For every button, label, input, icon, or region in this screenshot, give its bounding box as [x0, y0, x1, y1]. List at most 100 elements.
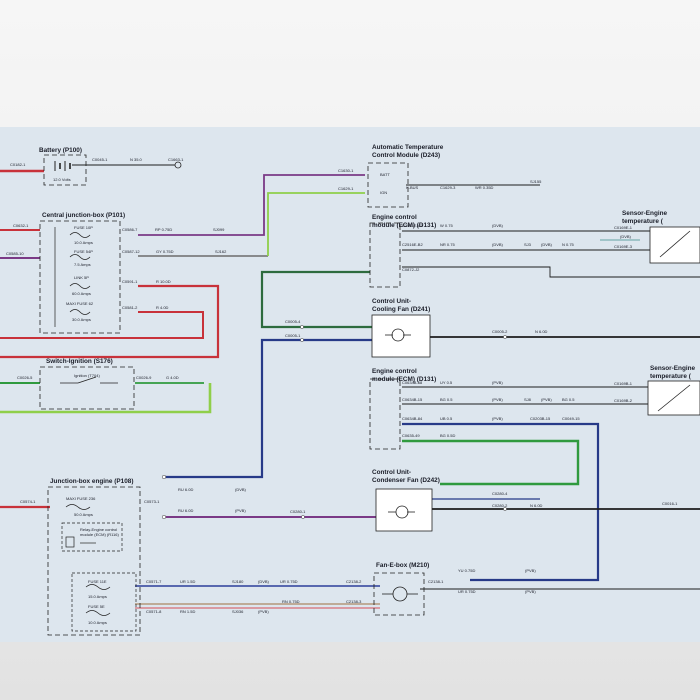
sensor2-pin2: C0169B-2 [614, 398, 633, 403]
ecm1-row2-tag: (DVB) [492, 242, 504, 247]
ecm1-row3-pin: C0872-J2 [402, 267, 420, 272]
battery-rating: 12.0 Volts [53, 177, 71, 182]
ecm2-row2-splice: SJ8 [524, 397, 532, 402]
cooling-fan-pin-b: C0005-1 [285, 333, 301, 338]
battery-group: Battery (P100) 12.0 Volts C0182-1 C0045-… [10, 147, 184, 186]
engine-jb-relay-line1: Relay-Engine control [80, 527, 117, 532]
connector-pin [161, 514, 167, 520]
fuse-rating: 60.0 Amps [72, 291, 91, 296]
cjb-fuse-1: FUSE 10P 10.0 Amps [69, 225, 93, 245]
cjb-out4-wire: R 4.0D [156, 305, 169, 310]
ignition-pin-out: C0026-9 [136, 375, 152, 380]
engine-jb-pin-f1: C0571-7 [146, 579, 162, 584]
connector-pin [300, 338, 304, 342]
cjb-group: Central junction-box (P101) C0632-1 C058… [6, 212, 227, 334]
fuse-rating: 7.5 Amps [74, 262, 91, 267]
condenser-fan-wire-out: N 6.0D [530, 503, 543, 508]
engine-jb-wire-f1b: UR 0.75D [280, 579, 298, 584]
fuse-name: FUSE 54P [74, 249, 93, 254]
cjb-out1-splice: SJ099 [213, 227, 225, 232]
fan-ebox-title: Fan-E-box (M210) [376, 562, 429, 569]
ignition-switch-group: Switch-Ignition (S176) Ignition (T704) C… [17, 358, 179, 410]
sensor1-pin1: C0169E-1 [614, 225, 633, 230]
engine-jb-frame [47, 486, 141, 636]
ecm1-group: Engine control module (ECM) (D131) C2516… [369, 214, 575, 288]
engine-jb-fuse-b: FUSE 5E [88, 604, 105, 609]
engine-jb-fuse-b-rating: 10.0 Amps [88, 620, 107, 625]
engine-jb-pin-out: C0573-1 [144, 499, 160, 504]
ecm2-row4-pin: C0635-49 [402, 433, 420, 438]
fuse-name: FUSE 10P [74, 225, 93, 230]
atc-splice: SJ155 [530, 179, 542, 184]
ecm2-row2-wire2: BG 0.5 [562, 397, 575, 402]
engine-jb-pin-f2: C0571-8 [146, 609, 162, 614]
sensor2-title-line2: temperature ( [650, 373, 692, 380]
ecm1-row1-tag: (DVB) [492, 223, 504, 228]
fan-ebox-tag-a: (PVB) [525, 568, 536, 573]
ecm2-row2-pin: C0634B-15 [402, 397, 423, 402]
fuse-rating: 30.0 Amps [72, 317, 91, 322]
ecm2-row1-wire: UY 0.5 [440, 380, 453, 385]
ground-icon [174, 161, 182, 169]
ecm1-row2-pin: C2516E-B2 [402, 242, 423, 247]
cjb-out1-wire: RP 0.75D [155, 227, 172, 232]
ecm1-title-line1: Engine control [372, 214, 417, 221]
atc-ign-label: IGN [380, 190, 387, 195]
connector-pin [503, 507, 507, 511]
ecm2-row2-wire: BG 0.5 [440, 397, 453, 402]
ecm2-group: Engine control module (ECM) (D131) C0634… [369, 368, 580, 450]
fuse-icon [69, 309, 91, 315]
fan-ebox-frame [373, 572, 425, 616]
condenser-fan-title-line2: Condenser Fan (D242) [372, 477, 440, 484]
ecm2-row1-pin: C0634B-68 [402, 380, 423, 385]
battery-title: Battery (P100) [39, 147, 82, 154]
cjb-fuse-2: FUSE 54P 7.5 Amps [69, 249, 93, 267]
ecm1-row2-wire: NR 0.75 [440, 242, 455, 247]
atc-wire-kbus: WR 0.35D [475, 185, 494, 190]
cjb-title: Central junction-box (P101) [42, 212, 125, 219]
cooling-fan-title-line2: Cooling Fan (D241) [372, 306, 430, 313]
ignition-title: Switch-Ignition (S176) [46, 358, 113, 365]
engine-jb-fuse-a: FUSE 11E [88, 579, 107, 584]
fuse-icon [69, 254, 91, 260]
cjb-pin-in2: C0585-10 [6, 251, 24, 256]
atc-pin-batt: C1630-1 [338, 168, 354, 173]
battery-pin-left: C0182-1 [10, 162, 26, 167]
atc-pin-ign: C1629-1 [338, 186, 354, 191]
atc-batt-label: BATT [380, 172, 390, 177]
engine-jb-tag-f1: (DVB) [258, 579, 270, 584]
wire-gy-lime [267, 192, 365, 256]
cooling-fan-wire-out: N 6.0D [535, 329, 548, 334]
switch-icon [60, 376, 118, 384]
wiring-diagram: Battery (P100) 12.0 Volts C0182-1 C0045-… [0, 144, 700, 636]
ecm2-row3-tag: (PVB) [492, 416, 503, 421]
cooling-fan-pin-out: C0005-2 [492, 329, 508, 334]
wire-rp-violet [138, 174, 365, 236]
engine-jb-tag-out1: (DVB) [235, 487, 247, 492]
atc-frame [367, 162, 409, 208]
engine-jb-maxi: MAXI FUSE 236 [66, 496, 96, 501]
ecm2-row1-tag: (PVB) [492, 380, 503, 385]
fan-ebox-tag-b: (PVB) [525, 589, 536, 594]
fan-ebox-wire-a: YU 0.75D [458, 568, 475, 573]
cjb-fuse-4: MAXI FUSE 62 30.0 Amps [66, 301, 94, 322]
fan-ebox-pin-a: C2138-2 [346, 579, 362, 584]
engine-jb-wire-f2b: RN 0.75D [282, 599, 300, 604]
ecm1-row2-wire2: N 0.75 [562, 242, 575, 247]
cjb-out2-pin: C0587-12 [122, 249, 140, 254]
sensor1-title-line2: temperature ( [622, 218, 664, 225]
ecm1-frame [369, 222, 401, 288]
engine-jb-wire-f2: RN 1.5D [180, 609, 195, 614]
fan-motor-icon [382, 586, 418, 602]
ecm2-row4-wire: BG 0.5D [440, 433, 455, 438]
cjb-fuse-3: LINK 5P 60.0 Amps [69, 275, 91, 296]
fuse-icon [69, 232, 91, 238]
connector-pin [300, 325, 304, 329]
fan-ebox-wire-b: UR 0.75D [458, 589, 476, 594]
sensor2-pin1: C0169B-1 [614, 381, 633, 386]
cjb-out2-splice: SJ162 [215, 249, 227, 254]
battery-wire-label: N 35.0 [130, 157, 143, 162]
ecm2-row3-pin: C0634B-84 [402, 416, 423, 421]
cjb-out2-wire: GY 0.75D [156, 249, 174, 254]
sensor1-box [649, 226, 700, 264]
